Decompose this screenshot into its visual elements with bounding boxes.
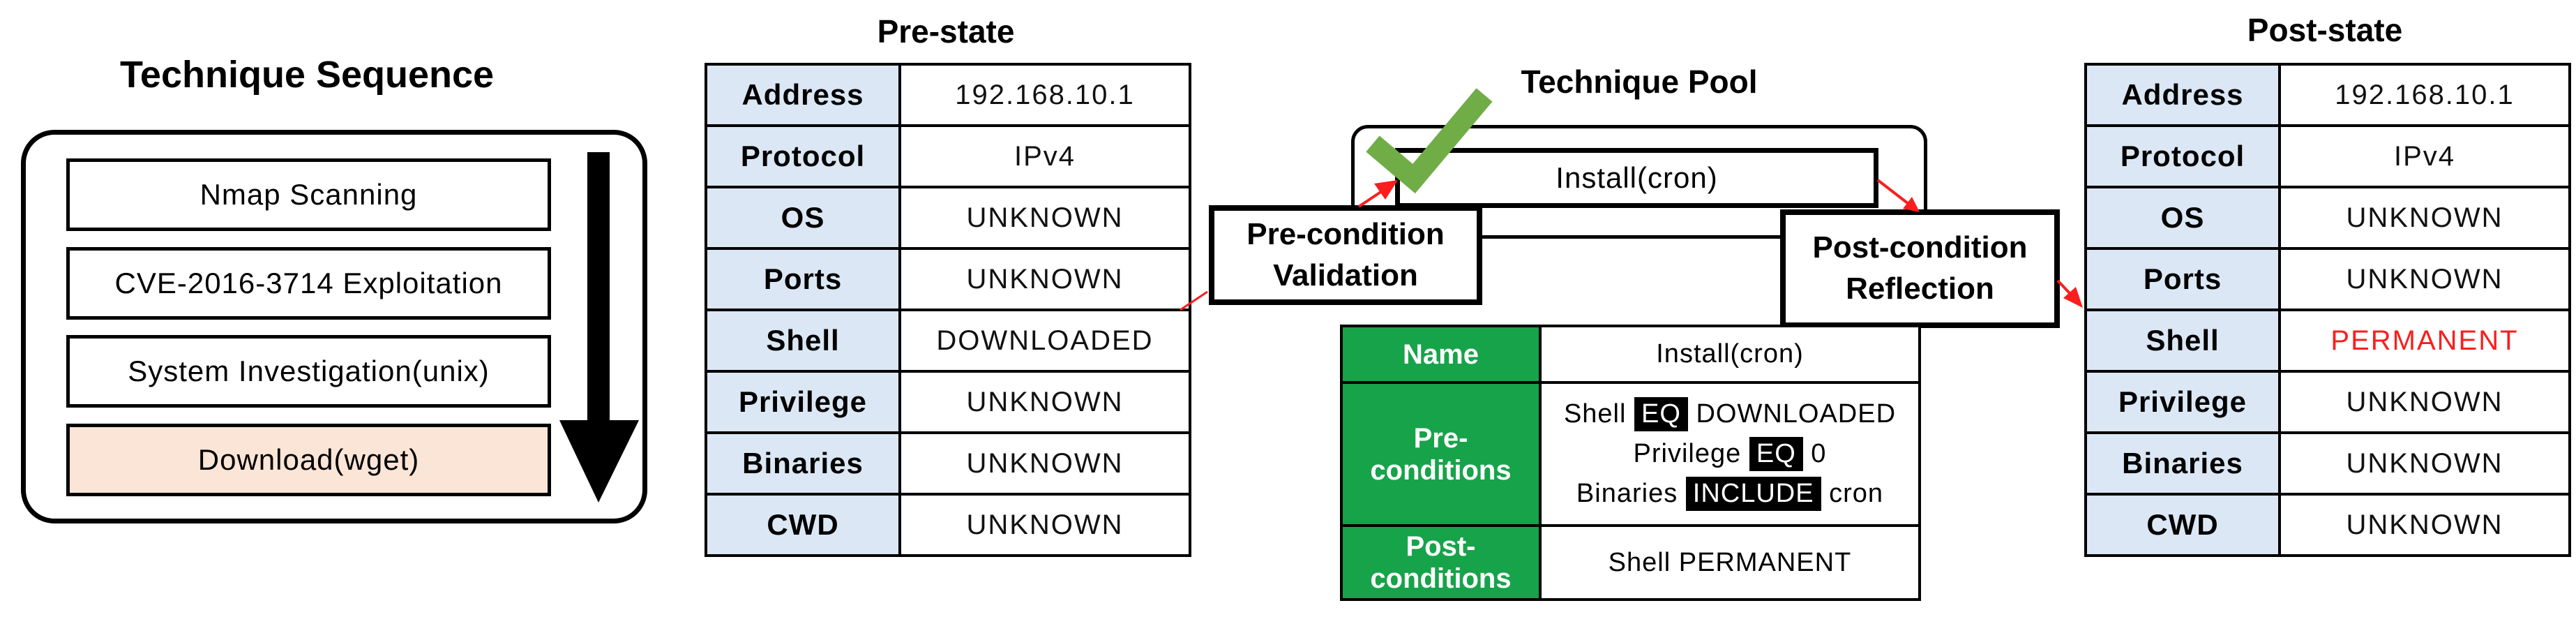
detail-postconditions-header-line2: conditions: [1370, 563, 1512, 594]
pre-state-row-label: Binaries: [707, 434, 898, 493]
reflection-to-poststate-arrowhead: [2063, 287, 2083, 308]
post-state-row-label: OS: [2087, 188, 2278, 247]
sequence-step-download-wget-current: Download(wget): [66, 424, 551, 496]
detail-preconditions-header-line1: Pre-: [1413, 422, 1468, 454]
sequence-step-label: Nmap Scanning: [199, 178, 418, 211]
post-state-row-value: UNKNOWN: [2281, 188, 2568, 247]
precondition-binaries: Binaries INCLUDE cron: [1576, 474, 1883, 514]
precondition-text: Binaries: [1576, 479, 1686, 508]
post-state-row-value: 192.168.10.1: [2281, 66, 2568, 124]
post-state-row-label: Ports: [2087, 250, 2278, 308]
pre-state-row-label: Ports: [707, 250, 898, 308]
pre-state-row-value: UNKNOWN: [901, 188, 1189, 247]
precondition-text: cron: [1821, 479, 1884, 508]
detail-postconditions-header: Post- conditions: [1343, 527, 1539, 598]
pre-state-row-value: DOWNLOADED: [901, 311, 1189, 370]
precondition-shell: Shell EQ DOWNLOADED: [1564, 394, 1896, 434]
precondition-operator-eq: EQ: [1749, 437, 1803, 471]
post-state-row-value: UNKNOWN: [2281, 434, 2568, 493]
post-condition-reflection-line1: Post-condition: [1812, 230, 2028, 265]
technique-install-cron-box: Install(cron): [1395, 148, 1878, 208]
sequence-step-system-investigation: System Investigation(unix): [66, 335, 551, 408]
pre-state-row-label: Shell: [707, 311, 898, 370]
precondition-text: Shell: [1563, 399, 1634, 429]
detail-name-value: Install(cron): [1542, 327, 1918, 381]
sequence-step-nmap-scanning: Nmap Scanning: [66, 158, 551, 231]
post-state-table: Address 192.168.10.1 Protocol IPv4 OS UN…: [2084, 63, 2571, 557]
pre-condition-validation-line2: Validation: [1273, 258, 1418, 292]
detail-name-header: Name: [1343, 327, 1539, 381]
sequence-step-label: Download(wget): [197, 443, 420, 476]
pre-state-row-label: Privilege: [707, 373, 898, 431]
post-state-row-value: UNKNOWN: [2281, 496, 2568, 554]
post-state-row-value: UNKNOWN: [2281, 250, 2568, 308]
pre-state-row-value: UNKNOWN: [901, 496, 1189, 554]
sequence-step-label: CVE-2016-3714 Exploitation: [114, 267, 503, 299]
pre-state-row-value: 192.168.10.1: [901, 66, 1189, 124]
pre-state-title: Pre-state: [877, 13, 1015, 50]
permanent-status-text: PERMANENT: [2330, 325, 2519, 356]
detail-preconditions-header-line2: conditions: [1370, 454, 1512, 486]
pre-state-row-label: CWD: [707, 496, 898, 554]
post-state-row-label: Address: [2087, 66, 2278, 124]
post-state-row-label: Binaries: [2087, 434, 2278, 493]
detail-postconditions-value: Shell PERMANENT: [1542, 527, 1918, 598]
post-state-row-label: Protocol: [2087, 127, 2278, 186]
post-condition-reflection-line2: Reflection: [1846, 272, 1994, 306]
precondition-operator-include: INCLUDE: [1685, 477, 1821, 511]
post-state-row-value-shell-permanent: PERMANENT: [2281, 311, 2568, 370]
detail-postconditions-header-line1: Post-: [1406, 531, 1476, 562]
pre-state-row-label: Address: [707, 66, 898, 124]
post-state-row-label: CWD: [2087, 496, 2278, 554]
sequence-step-cve-exploitation: CVE-2016-3714 Exploitation: [66, 247, 551, 320]
pre-state-row-label: OS: [707, 188, 898, 247]
technique-detail-table: Name Install(cron) Pre- conditions Shell…: [1340, 325, 1921, 601]
sequence-step-label: System Investigation(unix): [128, 355, 490, 387]
detail-preconditions-header: Pre- conditions: [1343, 384, 1539, 524]
sequence-flow-down-arrow-icon: [559, 152, 639, 503]
technique-pool-container: [1351, 125, 1927, 239]
pre-state-row-value: IPv4: [901, 127, 1189, 186]
post-state-title: Post-state: [2247, 12, 2403, 48]
technique-pool-title: Technique Pool: [1521, 64, 1758, 100]
technique-sequence-title: Technique Sequence: [119, 54, 495, 96]
post-state-row-label: Privilege: [2087, 373, 2278, 431]
precondition-privilege: Privilege EQ 0: [1634, 434, 1827, 474]
post-state-row-value: IPv4: [2281, 127, 2568, 186]
pre-state-row-value: UNKNOWN: [901, 434, 1189, 493]
pre-state-table: Address 192.168.10.1 Protocol IPv4 OS UN…: [705, 63, 1191, 557]
pre-state-row-label: Protocol: [707, 127, 898, 186]
precondition-operator-eq: EQ: [1634, 397, 1688, 431]
precondition-text: Privilege: [1633, 439, 1749, 468]
precondition-text: DOWNLOADED: [1687, 399, 1897, 429]
post-condition-reflection-box: Post-condition Reflection: [1780, 209, 2060, 328]
post-state-row-label: Shell: [2087, 311, 2278, 370]
technique-name-label: Install(cron): [1556, 161, 1718, 194]
pre-state-row-value: UNKNOWN: [901, 250, 1189, 308]
precondition-text: 0: [1802, 439, 1827, 468]
detail-preconditions-value: Shell EQ DOWNLOADED Privilege EQ 0 Binar…: [1542, 384, 1918, 524]
post-state-row-value: UNKNOWN: [2281, 373, 2568, 431]
pre-state-row-value: UNKNOWN: [901, 373, 1189, 431]
pre-condition-validation-line1: Pre-condition: [1246, 216, 1445, 251]
pre-condition-validation-box: Pre-condition Validation: [1209, 205, 1482, 305]
